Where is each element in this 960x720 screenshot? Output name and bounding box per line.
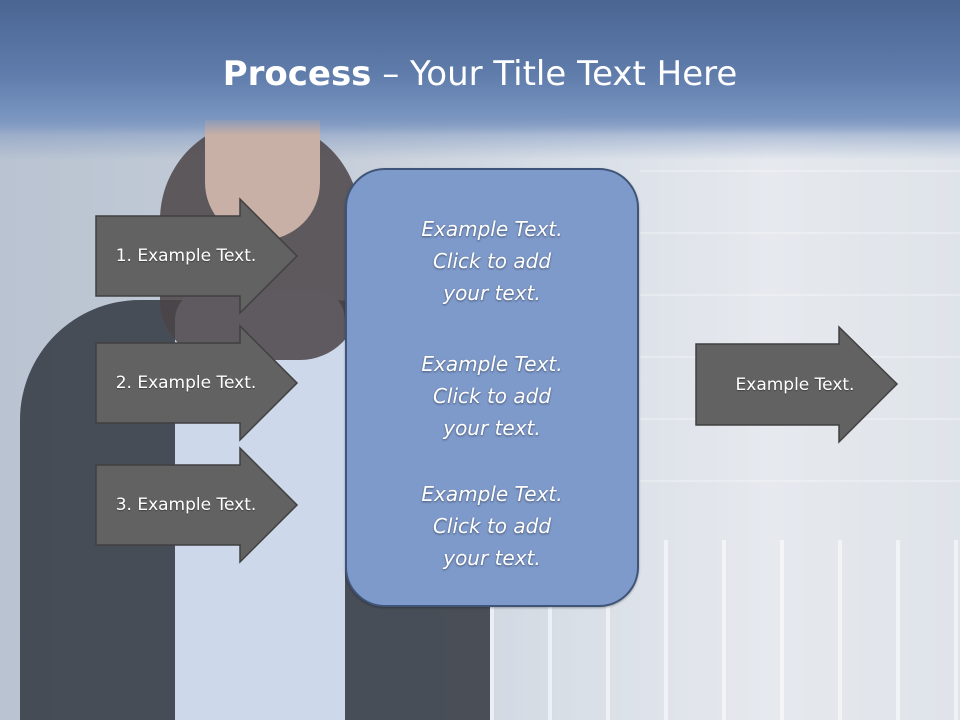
center-paragraph-3-line-2: Click to add: [432, 514, 552, 538]
left-arrow-2-label: 2. Example Text.: [115, 373, 257, 393]
center-paragraph-1-line-2: Click to add: [432, 249, 552, 273]
left-arrow-3-label: 3. Example Text.: [115, 495, 257, 515]
title-bar: [0, 0, 960, 135]
center-paragraph-3-line-3: your text.: [443, 546, 541, 570]
slide-title[interactable]: Process – Your Title Text Here: [0, 52, 960, 96]
title-bold: Process: [222, 54, 372, 94]
center-paragraph-3-line-1: Example Text.: [421, 482, 563, 506]
center-paragraph-3: Example Text. Click to add your text.: [345, 478, 639, 574]
center-rounded-box[interactable]: [345, 168, 639, 607]
left-arrow-1[interactable]: [95, 197, 299, 315]
right-arrow-label: Example Text.: [735, 374, 855, 395]
center-paragraph-1: Example Text. Click to add your text.: [345, 213, 639, 309]
right-arrow[interactable]: [695, 325, 899, 444]
center-paragraph-2-line-3: your text.: [443, 416, 541, 440]
left-arrow-1-label: 1. Example Text.: [115, 246, 257, 266]
left-arrow-3[interactable]: [95, 446, 299, 564]
center-paragraph-2: Example Text. Click to add your text.: [345, 348, 639, 444]
center-paragraph-1-line-1: Example Text.: [421, 217, 563, 241]
left-arrow-2[interactable]: [95, 324, 299, 442]
center-paragraph-1-line-3: your text.: [443, 281, 541, 305]
title-rest: – Your Title Text Here: [371, 54, 738, 94]
center-paragraph-2-line-1: Example Text.: [421, 352, 563, 376]
center-paragraph-2-line-2: Click to add: [432, 384, 552, 408]
